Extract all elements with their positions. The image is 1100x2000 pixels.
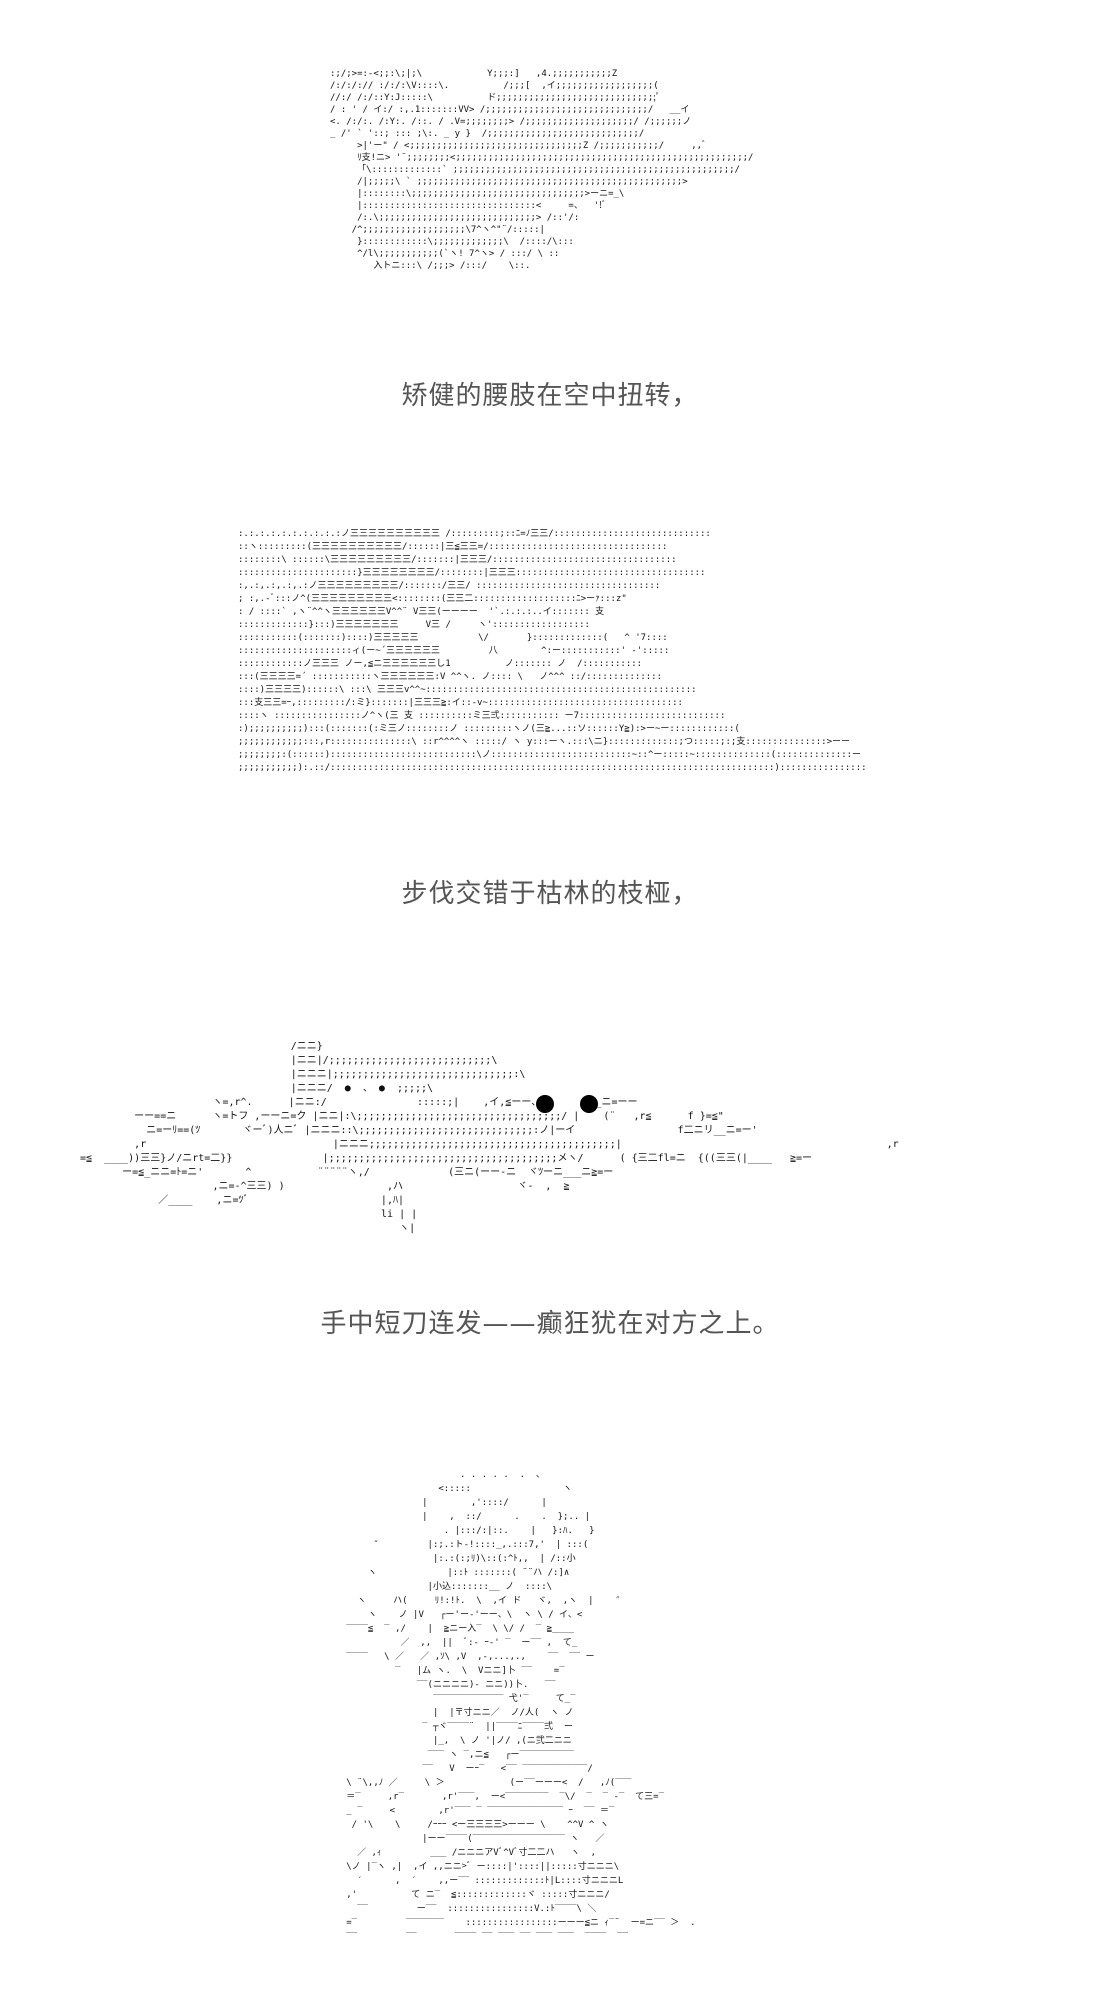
caption-panel-3: 手中短刀连发——癫狂犹在对方之上。 <box>320 1309 780 1339</box>
ascii-art-panel-1: :;/;>=:-<;;:\;|;\ Y;;;:] ,4.;;;;;;;;;;;Z… <box>330 69 754 271</box>
left-eye-dot <box>536 1095 554 1113</box>
caption-panel-2: 步伐交错于枯林的枝桠， <box>401 879 699 909</box>
ascii-art-panel-4: . . . . . . 、 <::::: ヽ | ,'::::/ | | , :… <box>346 1470 696 1942</box>
caption-panel-1: 矫健的腰肢在空中扭转， <box>401 381 699 411</box>
ascii-art-panel-3: /ニニ} |ニニ|/;;;;;;;;;;;;;;;;;;;;;;;;;;;\ |… <box>80 1041 899 1234</box>
right-eye-dot <box>580 1095 598 1113</box>
ascii-art-panel-2: :.:.:.:.:.:.:.:.:.:ノ三三三三三三三三三三 /::::::::… <box>238 529 868 773</box>
